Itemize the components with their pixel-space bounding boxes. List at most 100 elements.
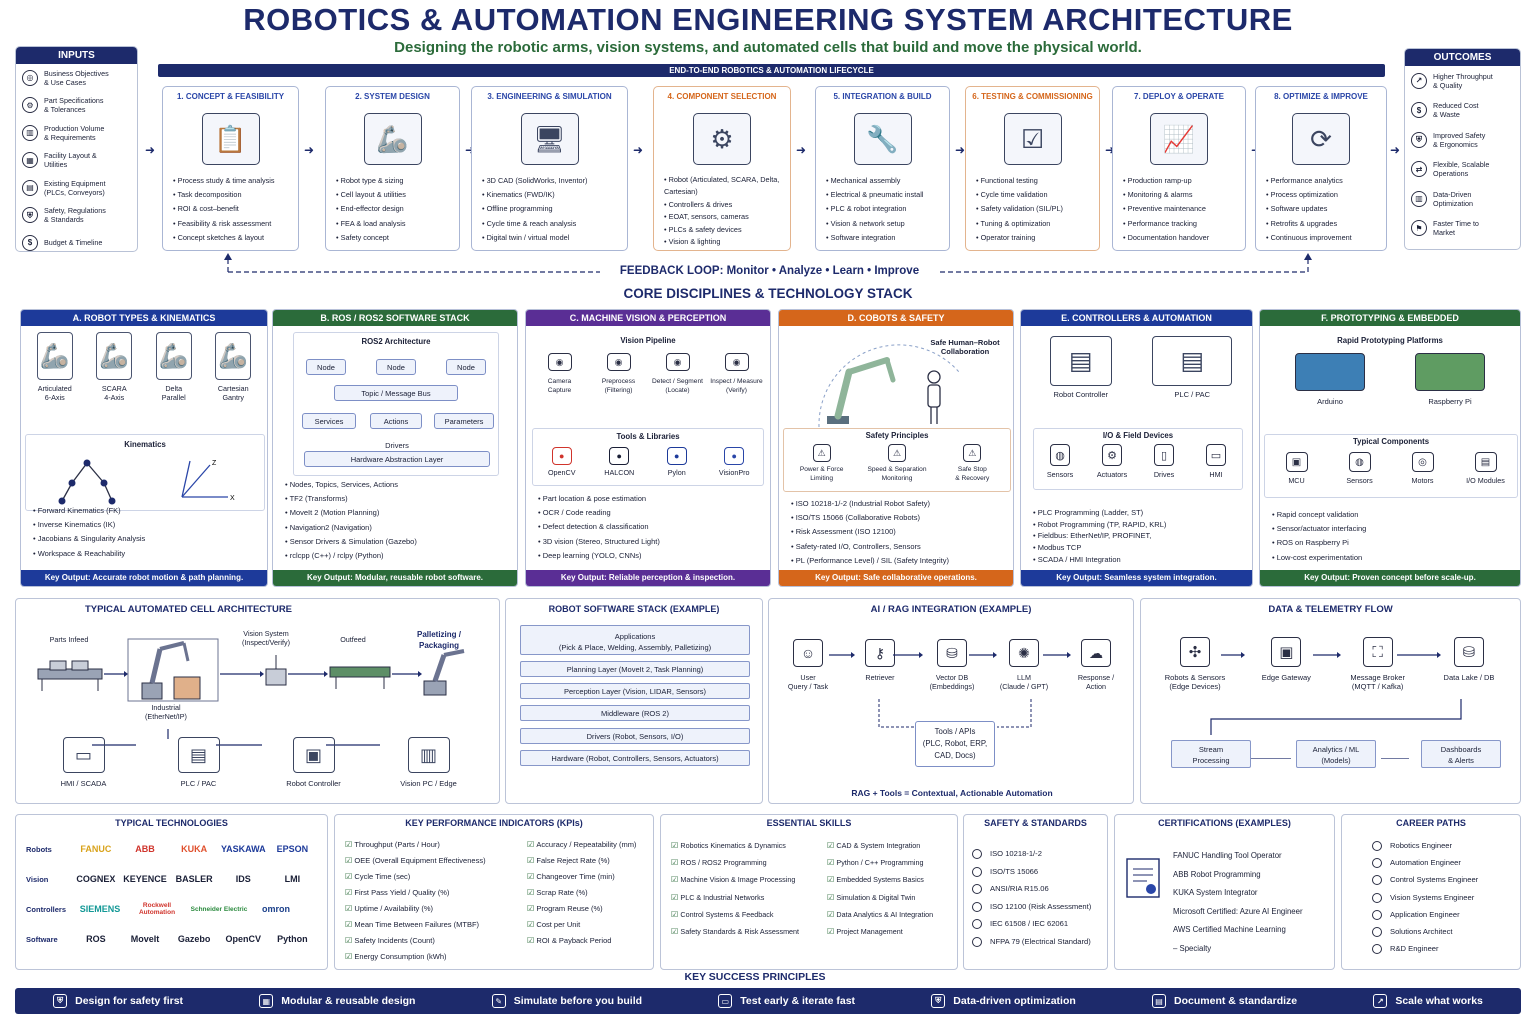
technology-category: Vision: [26, 874, 49, 884]
discipline-f-title: F. PROTOTYPING & EMBEDDED: [1260, 310, 1520, 326]
outcomes-arrow: ➜: [1389, 143, 1401, 157]
kinematics-item: Workspace & Reachability: [33, 547, 145, 561]
telemetry-node-label-line2: (MQTT / Kafka): [1351, 682, 1404, 691]
principle-label: Test early & iterate fast: [740, 995, 856, 1007]
kpi-item: Safety Incidents (Count): [345, 933, 486, 949]
controller-devices-row: ▤Robot Controller▤PLC / PAC: [1021, 326, 1252, 399]
telemetry-node-label: Edge Gateway: [1246, 673, 1326, 682]
technology-brand: OpenCV: [225, 934, 262, 944]
stage-item: Tuning & optimization: [976, 217, 1093, 231]
kpi-left-list: Throughput (Parts / Hour)OEE (Overall Eq…: [345, 837, 486, 965]
outcome-item-text: Reduced Cost& Waste: [1433, 101, 1479, 119]
sw-layer: Hardware (Robot, Controllers, Sensors, A…: [520, 749, 750, 766]
stage-item: Cycle time & reach analysis: [482, 217, 621, 231]
stage-item: ROI & cost–benefit: [173, 202, 292, 216]
discipline-ros-stack: B. ROS / ROS2 SOFTWARE STACK ROS2 Archit…: [272, 309, 518, 587]
stage-icon: 🖥: [520, 113, 579, 165]
stage-arrow: ➜: [1104, 143, 1116, 157]
outcome-item-text-line1: Reduced Cost: [1433, 101, 1479, 111]
stage-icon: 🔧: [853, 113, 912, 165]
stage-item: Performance analytics: [1266, 174, 1380, 188]
vision-tool: ●HALCON: [592, 447, 646, 477]
certifications-title: CERTIFICATIONS (EXAMPLES): [1158, 818, 1291, 828]
kpi-item: Changeover Time (min): [527, 869, 636, 885]
kinematics-item: Forward Kinematics (FK): [33, 504, 145, 518]
equipment-icon: ▤: [22, 179, 38, 196]
career-label: Vision Systems Engineer: [1390, 892, 1475, 902]
ros2-architecture-title: ROS2 Architecture: [361, 337, 431, 346]
page-subtitle: Designing the robotic arms, vision syste…: [394, 39, 1142, 56]
robot-type-label-line1: Articulated: [37, 384, 72, 393]
controller-device-label: Robot Controller: [1053, 390, 1109, 399]
input-item-text-line1: Facility Layout &: [44, 151, 97, 161]
stage-illustration: 📈: [1119, 104, 1239, 174]
cell-device-label: PLC / PAC: [180, 779, 217, 788]
telemetry-process-line2: & Alerts: [1448, 756, 1474, 765]
telemetry-node-label-line1: Robots & Sensors: [1164, 673, 1226, 682]
lifecycle-stage-5: 5. INTEGRATION & BUILD🔧Mechanical assemb…: [815, 86, 950, 251]
standard-label: ANSI/RIA R15.06: [990, 884, 1049, 894]
standard-label: ISO 12100 (Risk Assessment): [990, 901, 1092, 911]
prototyping-platform: Arduino: [1285, 349, 1375, 406]
io-device-label: HMI: [1209, 470, 1223, 479]
prototyping-platform: Raspberry Pi: [1405, 349, 1495, 406]
telemetry-process-line2: (Models): [1321, 756, 1351, 765]
stage-title: 8. OPTIMIZE & IMPROVE: [1274, 92, 1368, 101]
outcome-item-text-line1: Higher Throughput: [1433, 71, 1493, 81]
lifecycle-bar: END-TO-END ROBOTICS & AUTOMATION LIFECYC…: [158, 64, 1385, 77]
stage-illustration: ⟳: [1262, 104, 1380, 174]
cobot-human-collaboration-icon: [818, 344, 959, 428]
stage-illustration: 🔧: [822, 104, 943, 174]
kpi-item: Accuracy / Repeatability (mm): [527, 837, 636, 853]
skill-item: Python / C++ Programming: [827, 854, 933, 871]
telemetry-flow-arrows: [1210, 652, 1462, 759]
discipline-machine-vision: C. MACHINE VISION & PERCEPTION Vision Pi…: [525, 309, 771, 587]
safety-icon: ⚠: [812, 444, 831, 462]
stage-item: Performance tracking: [1123, 217, 1239, 231]
platform-label: Arduino: [1317, 397, 1343, 406]
stage-item: Cell layout & utilities: [336, 188, 453, 202]
stage-arrow: ➜: [303, 143, 315, 157]
vision-pipeline-title: Vision Pipeline: [620, 336, 676, 345]
platform-label: Raspberry Pi: [1428, 397, 1472, 406]
ros-item: rclcpp (C++) / rclpy (Python): [285, 549, 417, 563]
vision-tool: ●VisionPro: [707, 447, 761, 477]
component-label: Motors: [1411, 476, 1434, 485]
input-item-text-line2: (PLCs, Conveyors): [44, 187, 105, 197]
component-icon: ◍: [1348, 452, 1371, 472]
safety-item: PL (Performance Level) / SIL (Safety Int…: [791, 554, 949, 568]
vision-item: Part location & pose estimation: [538, 492, 660, 506]
skill-item: ROS / ROS2 Programming: [671, 854, 799, 871]
discipline-b-title: B. ROS / ROS2 SOFTWARE STACK: [273, 310, 517, 326]
sw-app-line1: Applications: [614, 632, 656, 641]
kinematics-chain-diagram: [58, 459, 116, 505]
stage-item: Continuous improvement: [1266, 231, 1380, 245]
technology-brand: KUKA: [181, 844, 208, 854]
career-item: Automation Engineer: [1372, 854, 1478, 871]
rag-node: ✺LLM(Claude / GPT): [993, 639, 1055, 691]
outcome-icon: ⚑: [1411, 220, 1427, 237]
technology-brand: BASLER: [175, 874, 213, 884]
safety-item: ISO/TS 15066 (Collaborative Robots): [791, 511, 949, 525]
stage-icon: ⟳: [1292, 113, 1350, 165]
technology-category: Software: [26, 934, 58, 944]
input-item: $Budget & Timeline: [16, 229, 137, 257]
person-icon: [972, 849, 982, 859]
stage-illustration: 🦾: [332, 104, 453, 174]
input-item-text-line1: Safety, Regulations: [44, 206, 106, 216]
certification-item: FANUC Handling Tool Operator: [1173, 851, 1282, 860]
stage-list: Functional testingCycle time validationS…: [972, 174, 1093, 245]
discipline-e-title: E. CONTROLLERS & AUTOMATION: [1021, 310, 1252, 326]
ros2-architecture-box: ROS2 Architecture Node Node Node Topic /…: [293, 332, 499, 476]
telemetry-node-icon: ⛶: [1362, 637, 1393, 667]
